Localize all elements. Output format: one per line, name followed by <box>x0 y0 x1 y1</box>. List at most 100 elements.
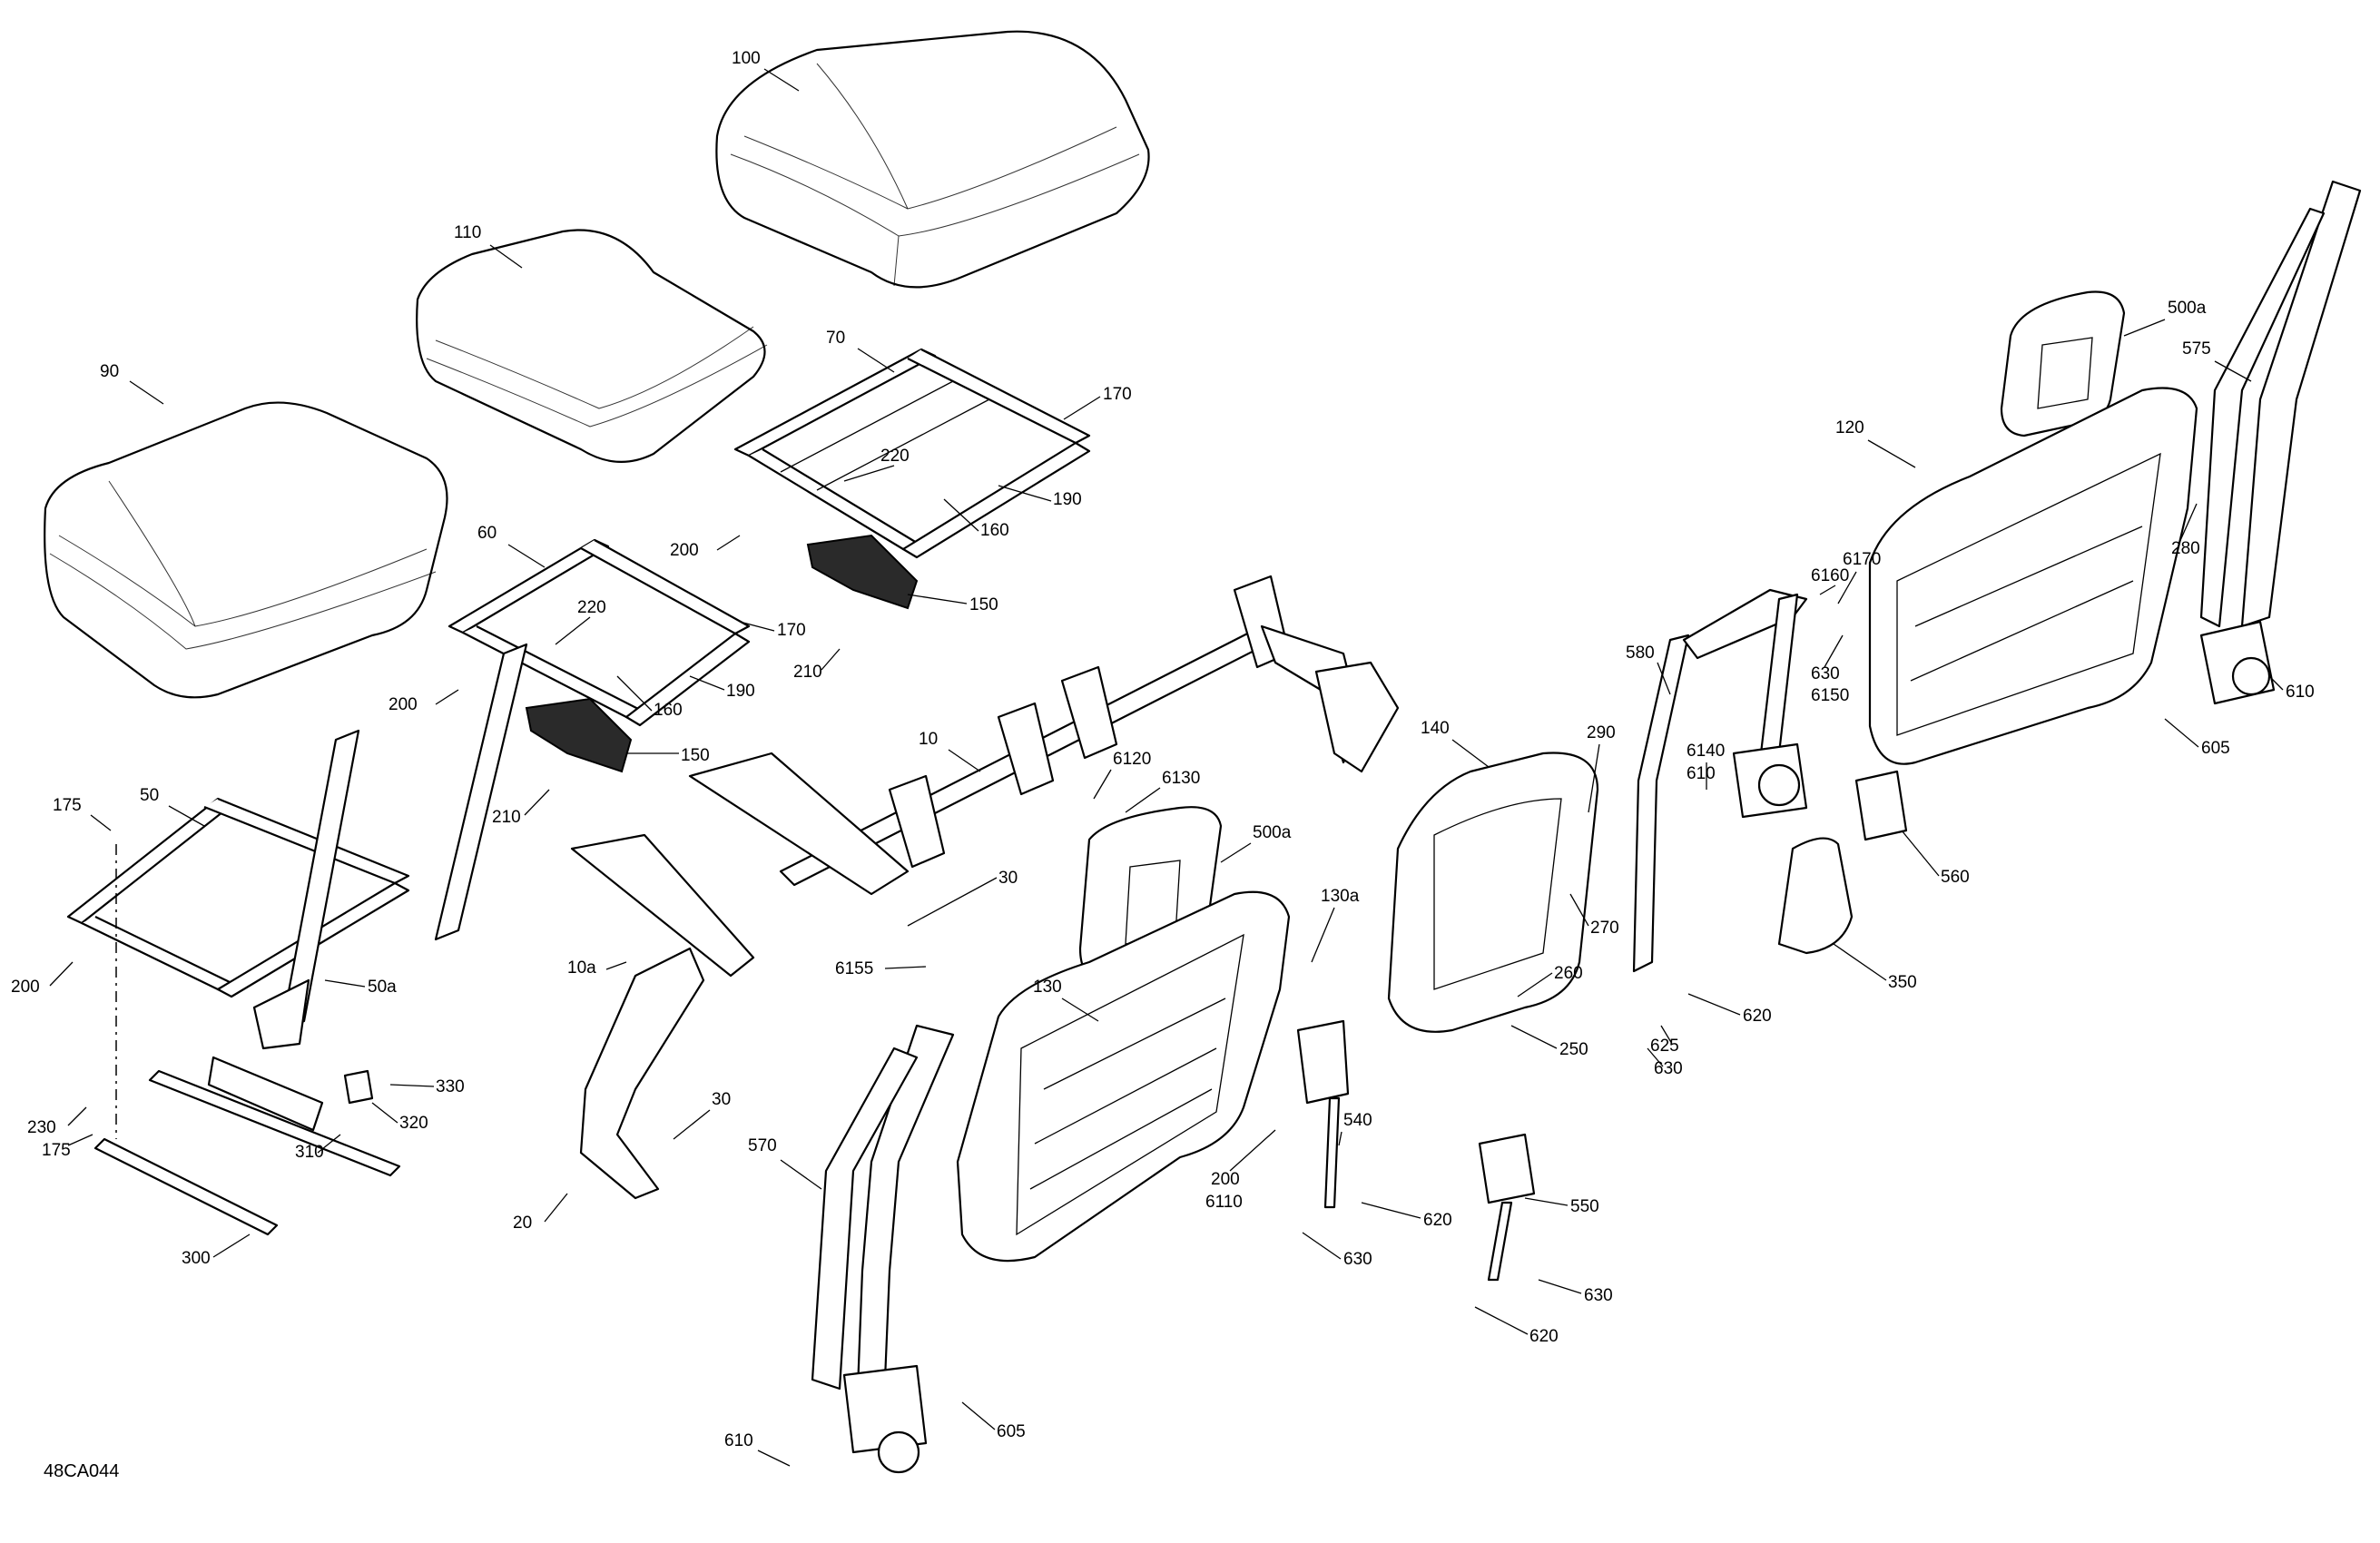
leader-line-c100 <box>763 68 800 92</box>
part-callout-c630c: 630 <box>1811 664 1840 683</box>
leader-line-c630a <box>1302 1232 1342 1260</box>
leader-line-c605b <box>2164 718 2199 748</box>
leader-line-c610a <box>757 1450 791 1467</box>
part-callout-c120: 120 <box>1835 418 1864 437</box>
leader-line-c190b <box>689 675 725 691</box>
leader-line-c220b <box>555 616 591 645</box>
leader-line-c620c <box>1687 993 1741 1016</box>
buckle-540 <box>1296 1019 1350 1209</box>
cover-350 <box>1777 837 1854 955</box>
leader-line-c6170 <box>1837 571 1857 604</box>
leader-line-c570 <box>780 1159 822 1190</box>
part-callout-c190b: 190 <box>726 682 755 701</box>
part-callout-c620a: 620 <box>1423 1211 1452 1230</box>
seat-cushion-100 <box>715 30 1150 289</box>
slider-rail-300 <box>93 1137 279 1236</box>
bracket-150-upper <box>806 534 919 610</box>
part-callout-c210a: 210 <box>793 663 822 682</box>
part-callouts: 1001109070170220190160200150210602201702… <box>11 49 2315 1467</box>
part-callout-c175a: 175 <box>53 796 82 815</box>
part-callout-c150a: 150 <box>969 595 998 614</box>
part-callout-c220b: 220 <box>577 598 606 617</box>
part-callout-c190a: 190 <box>1053 490 1082 509</box>
part-callout-c350: 350 <box>1888 973 1917 992</box>
leader-line-c150a <box>907 594 968 604</box>
leader-line-c320 <box>371 1102 398 1124</box>
part-callout-c280: 280 <box>2171 539 2200 558</box>
part-callout-c300: 300 <box>182 1249 211 1268</box>
slider-rail-310 <box>148 1056 401 1177</box>
buckle-560 <box>1854 770 1908 841</box>
part-callout-c610a: 610 <box>724 1431 753 1450</box>
part-callout-c130a: 130a <box>1321 887 1360 906</box>
part-callout-c250: 250 <box>1559 1040 1588 1059</box>
side-bracket-10a <box>579 947 705 1200</box>
leader-line-c175b <box>67 1134 93 1146</box>
part-callout-c170a: 170 <box>1103 385 1132 404</box>
leader-line-c580 <box>1657 662 1671 695</box>
leader-line-c300 <box>212 1233 251 1258</box>
part-callout-c6170: 6170 <box>1843 550 1881 569</box>
part-callout-c100: 100 <box>732 49 761 68</box>
seat-belt-575 <box>2199 180 2362 705</box>
seat-support-legs <box>252 643 528 1050</box>
part-callout-c500a_right: 500a <box>2168 299 2207 318</box>
leader-line-c20 <box>544 1193 568 1223</box>
part-callout-c610c: 610 <box>2286 683 2315 702</box>
part-callout-c30a: 30 <box>998 869 1018 888</box>
part-callout-c230: 230 <box>27 1118 56 1137</box>
leader-line-c6160 <box>1819 585 1836 595</box>
leader-line-c200a <box>716 535 741 551</box>
part-callout-c630b: 630 <box>1584 1286 1613 1305</box>
part-callout-c90: 90 <box>100 362 119 381</box>
seat-frame-50 <box>66 797 410 998</box>
leader-line-c175a <box>90 814 112 831</box>
part-callout-c30b: 30 <box>712 1090 731 1109</box>
backrest-120 <box>1868 387 2198 765</box>
part-callout-c330: 330 <box>436 1077 465 1096</box>
part-callout-c310: 310 <box>295 1143 324 1162</box>
part-callout-c575: 575 <box>2182 339 2211 359</box>
part-callout-c160b: 160 <box>654 701 683 720</box>
leader-line-c6130 <box>1125 787 1161 813</box>
leader-line-c605a <box>961 1401 996 1430</box>
part-callout-c200d: 200 <box>1211 1170 1240 1189</box>
part-callout-c20: 20 <box>513 1214 532 1233</box>
part-callout-c570: 570 <box>748 1136 777 1155</box>
leader-line-c310 <box>317 1134 341 1154</box>
part-callout-c150b: 150 <box>681 746 710 765</box>
leader-line-c90 <box>129 380 164 405</box>
leader-line-c160a <box>943 498 979 532</box>
leader-line-c200d <box>1229 1129 1276 1172</box>
part-callout-c500a_mid: 500a <box>1253 823 1292 842</box>
part-callout-c60: 60 <box>477 524 497 543</box>
part-callout-c320: 320 <box>399 1114 428 1133</box>
leader-line-c120 <box>1867 439 1916 468</box>
part-callout-c630d: 630 <box>1654 1059 1683 1078</box>
leader-line-c620b <box>1474 1306 1529 1335</box>
part-callout-c580: 580 <box>1626 644 1655 663</box>
leader-line-c170b <box>739 621 775 632</box>
figure-reference-code: 48CA044 <box>44 1461 119 1481</box>
part-callout-c200b: 200 <box>388 695 418 714</box>
leader-line-c130 <box>1061 998 1099 1022</box>
leader-line-c160b <box>616 675 653 712</box>
leader-line-c630b <box>1538 1279 1582 1294</box>
part-callout-c160a: 160 <box>980 521 1009 540</box>
leader-line-c140 <box>1451 739 1490 768</box>
seat-cushion-110 <box>416 229 768 463</box>
leader-line-c50a <box>324 979 366 988</box>
leader-line-c230 <box>67 1106 87 1126</box>
part-callout-c6160: 6160 <box>1811 566 1849 585</box>
part-callout-c175b: 175 <box>42 1141 71 1160</box>
leader-line-c190a <box>998 485 1052 502</box>
leader-line-c270 <box>1569 893 1589 927</box>
part-callout-c560: 560 <box>1941 868 1970 887</box>
leader-line-c70 <box>857 348 895 373</box>
part-callout-c10: 10 <box>919 730 938 749</box>
seat-frame-60 <box>447 538 751 727</box>
leader-line-c30b <box>673 1109 711 1140</box>
leader-line-c200c <box>49 961 74 987</box>
part-callout-c170b: 170 <box>777 621 806 640</box>
